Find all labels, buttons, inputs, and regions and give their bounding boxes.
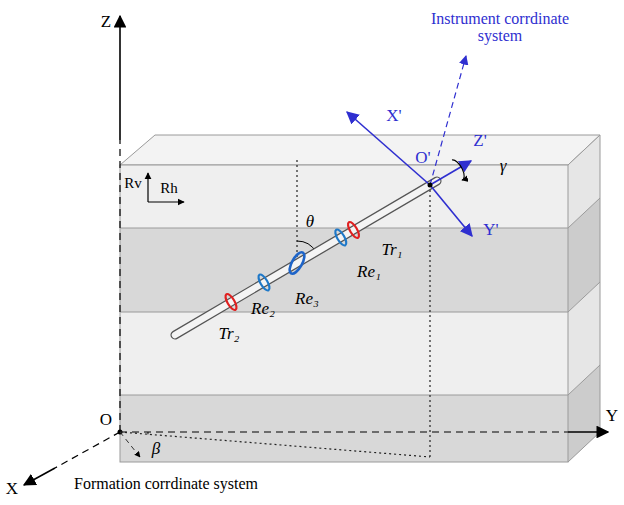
y-axis [568, 431, 608, 433]
origin-label: O [100, 411, 112, 429]
transmitter-coil [223, 292, 238, 311]
axis-label: Y' [483, 221, 498, 239]
vertical-projection [429, 190, 430, 457]
angle-label: β [152, 440, 160, 458]
gamma-rotation [452, 160, 464, 180]
coil-label: Re₂ [251, 300, 275, 318]
axis-label: Z' [473, 132, 486, 150]
logging-tool-body [175, 181, 437, 335]
z-axis [119, 16, 121, 140]
coil-label: Re₃ [295, 290, 319, 308]
y-axis-hidden [120, 431, 568, 432]
caption-label: Instrument corrdinate system [425, 11, 575, 45]
caption-label: Formation corrdinate system [66, 476, 266, 493]
x-axis-hidden [55, 432, 120, 468]
resistivity-label: Rv [124, 176, 142, 192]
transmitter-coil [346, 220, 361, 239]
coil-label: Tr₂ [218, 325, 239, 343]
beta-arc [147, 432, 148, 434]
receiver-coil [333, 228, 348, 247]
formation-pointer [120, 432, 140, 457]
tilted-receiver-coil [287, 250, 308, 276]
axis-label: X [6, 480, 18, 498]
azimuth-projection [120, 432, 430, 457]
axis-label: Z [101, 13, 111, 31]
origin-label: O' [415, 149, 430, 167]
rv-arrow [147, 173, 148, 202]
rh-arrow [148, 201, 184, 202]
z-axis-hidden [119, 140, 120, 432]
layer-boundaries [120, 135, 600, 462]
x-axis [24, 468, 55, 485]
instrument-pointer [430, 56, 466, 185]
angle-label: γ [500, 157, 507, 175]
formation-layer [120, 395, 568, 462]
resistivity-label: Rh [160, 181, 178, 197]
vertical-reference [296, 160, 297, 263]
axis-label: Y [606, 407, 618, 425]
coil-label: Re₁ [357, 263, 381, 281]
axis-label: X' [386, 107, 401, 125]
tool-coils [223, 220, 361, 311]
coil-label: Tr₁ [381, 241, 402, 259]
y-prime-axis [430, 185, 472, 236]
angle-label: θ [306, 213, 314, 231]
instrument-origin [428, 183, 433, 188]
receiver-coil [256, 273, 271, 292]
block-top-face [120, 135, 600, 165]
logging-tool [175, 181, 437, 335]
